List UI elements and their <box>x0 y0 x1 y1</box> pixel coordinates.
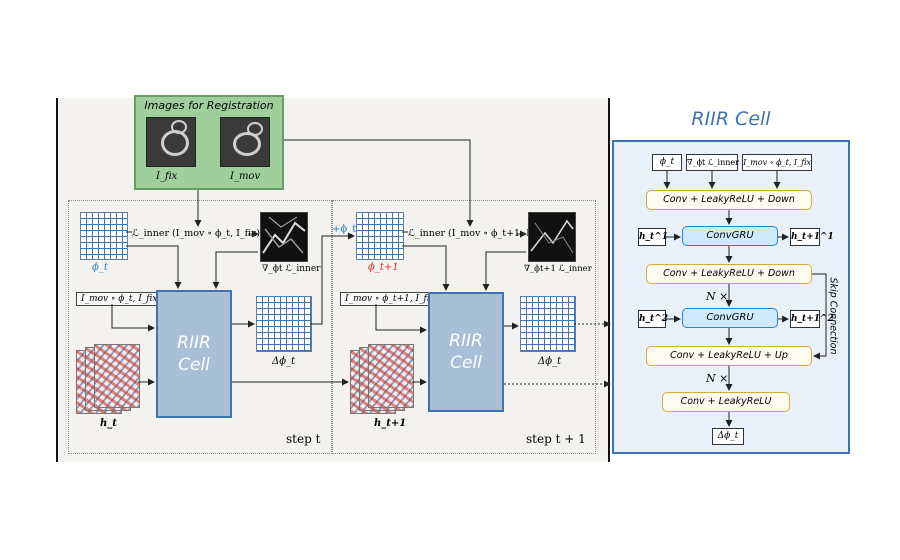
input-tile-t1: I_mov ∘ ϕ_t+1, I_fix <box>340 292 440 306</box>
h-out-1: h_t+1^1 <box>790 228 834 246</box>
step-t1-box <box>332 200 596 454</box>
deformation-grid-phi-t1 <box>356 212 404 260</box>
fixed-image <box>146 117 196 167</box>
convgru-1: ConvGRU <box>682 226 778 246</box>
plus-phi-label: +ϕ_t <box>332 224 357 235</box>
loss-inner-t: ℒ_inner (I_mov ∘ ϕ_t, I_fix) <box>132 228 261 239</box>
riir-cell-label-t1: RIIR Cell <box>449 331 483 373</box>
hidden-state-stack-t <box>76 344 140 414</box>
delta-grid-t1 <box>520 296 576 352</box>
loss-inner-t1: ℒ_inner (I_mov ∘ ϕ_t+1, I_fix) <box>408 228 551 239</box>
h-t-label: h_t <box>100 418 117 429</box>
deformation-grid-phi-t <box>80 212 128 260</box>
repeat-n-1: N × <box>706 290 729 303</box>
delta-phi-label-t1: Δϕ_t <box>538 356 562 367</box>
riir-input-grad: ∇_ϕt ℒ_inner <box>686 154 739 171</box>
images-for-registration-box: Images for Registration I_fix I_mov <box>134 95 284 190</box>
riir-cell-label-t: RIIR Cell <box>177 333 211 375</box>
phi-t1-label: ϕ_t+1 <box>368 262 399 273</box>
delta-phi-label-t: Δϕ_t <box>272 356 296 367</box>
gradient-map-t1 <box>528 212 576 262</box>
step-t-label: step t <box>286 432 321 446</box>
gradient-label-t1: ∇_ϕt+1 ℒ_inner <box>524 264 592 274</box>
gradient-map-t <box>260 212 308 262</box>
convgru-2: ConvGRU <box>682 308 778 328</box>
h-t1-label: h_t+1 <box>374 418 407 429</box>
step-t1-label: step t + 1 <box>526 432 586 446</box>
riir-cell-block-t: RIIR Cell <box>156 290 232 418</box>
images-box-title: Images for Registration <box>144 99 274 112</box>
repeat-n-2: N × <box>706 372 729 385</box>
h-in-2: h_t^2 <box>638 310 668 328</box>
conv-down-1: Conv + LeakyReLU + Down <box>646 190 812 210</box>
conv-down-2: Conv + LeakyReLU + Down <box>646 264 812 284</box>
h-in-1: h_t^1 <box>638 228 668 246</box>
mov-label: I_mov <box>230 171 261 182</box>
phi-t-label: ϕ_t <box>92 262 108 273</box>
hidden-state-stack-t1 <box>350 344 414 414</box>
riir-output-delta: Δϕ_t <box>712 428 744 445</box>
moving-image <box>220 117 270 167</box>
gradient-label-t: ∇_ϕt ℒ_inner <box>262 264 321 274</box>
riir-input-images: I_mov ∘ ϕ_t, I_fix <box>742 154 812 171</box>
conv-up: Conv + LeakyReLU + Up <box>646 346 812 366</box>
riir-cell-block-t1: RIIR Cell <box>428 292 504 412</box>
riir-cell-title: RIIR Cell <box>691 108 771 130</box>
riir-input-phi: ϕ_t <box>652 154 682 171</box>
step-t-box <box>68 200 332 454</box>
conv-final: Conv + LeakyReLU <box>662 392 790 412</box>
fix-label: I_fix <box>156 171 178 182</box>
h-out-2: h_t+1^2 <box>790 310 834 328</box>
